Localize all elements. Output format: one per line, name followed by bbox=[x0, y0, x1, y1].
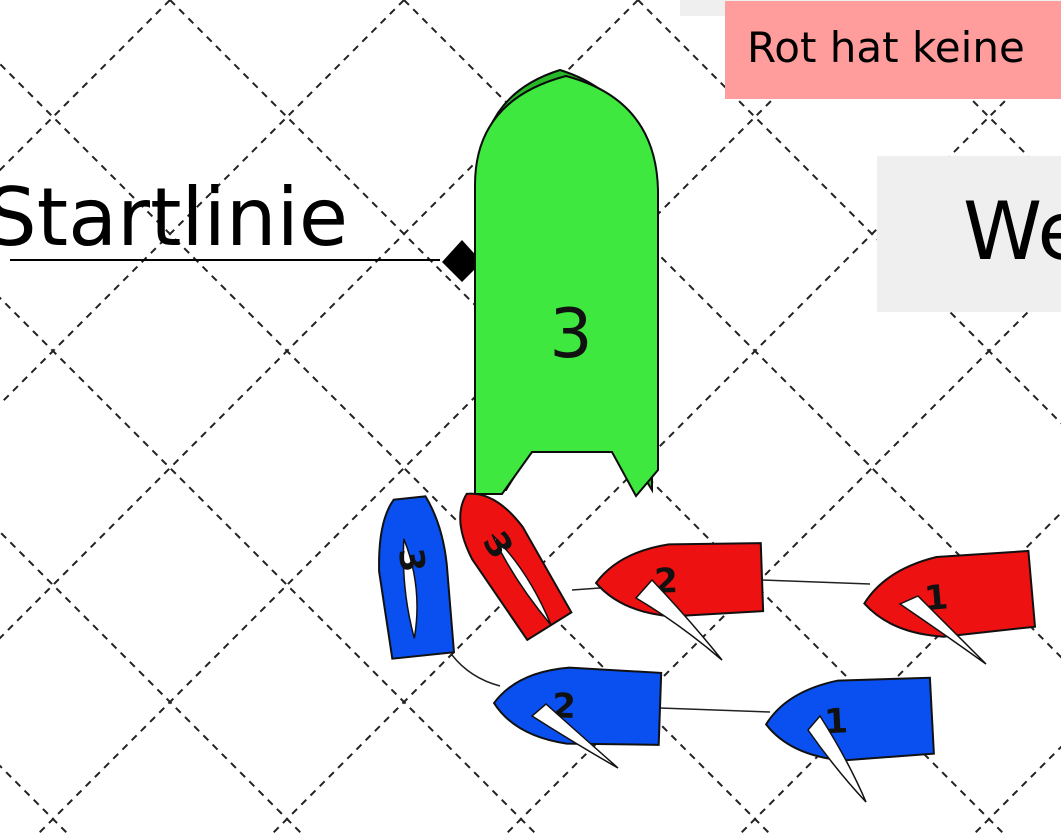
blue-boat-1: 1 bbox=[764, 676, 935, 762]
blue-boat-3-sail bbox=[402, 538, 418, 639]
red-boat-1: 1 bbox=[863, 549, 1037, 638]
blue-boat-2: 2 bbox=[492, 666, 663, 746]
red-boat-3-sail bbox=[491, 534, 552, 626]
grid-line bbox=[35, 0, 873, 836]
red-boat-2-sail bbox=[634, 578, 723, 661]
grid-line bbox=[269, 43, 1061, 836]
green-boat-number: 3 bbox=[549, 295, 592, 374]
grid-line bbox=[971, 745, 1061, 836]
red-boat-3: 3 bbox=[459, 492, 573, 642]
blue-boat-3: 3 bbox=[378, 495, 456, 660]
start-mark bbox=[442, 240, 482, 282]
blue-tow-line bbox=[451, 654, 771, 713]
grid-line bbox=[637, 0, 1061, 425]
grid-line bbox=[503, 277, 1061, 836]
green-boat-hull bbox=[474, 74, 659, 498]
green-boat: 3 bbox=[474, 68, 659, 498]
grid-line bbox=[0, 296, 539, 836]
blue-boat-2-hull bbox=[492, 666, 663, 746]
red-tow-line bbox=[571, 579, 871, 591]
grid-line bbox=[0, 0, 405, 406]
blue-boat-3-number: 3 bbox=[390, 546, 432, 574]
red-boat-1-hull bbox=[863, 549, 1037, 638]
red-boat-2-hull bbox=[594, 542, 765, 618]
grid-line bbox=[0, 62, 773, 836]
blue-boat-1-sail bbox=[807, 714, 867, 803]
red-notice-text: Rot hat keine bbox=[747, 23, 1025, 72]
blue-boat-2-sail bbox=[530, 703, 619, 769]
red-boat-2: 2 bbox=[594, 542, 765, 618]
grid-line bbox=[0, 0, 171, 172]
gray-label-box: We bbox=[877, 156, 1061, 312]
grid-line bbox=[871, 0, 1061, 191]
blue-boat-3-hull bbox=[378, 495, 456, 660]
grid-line bbox=[0, 530, 305, 836]
blue-boat-1-hull bbox=[764, 676, 935, 762]
startline-label: Startlinie bbox=[0, 171, 349, 264]
grid-line bbox=[0, 764, 71, 836]
gray-label-text: We bbox=[963, 185, 1061, 278]
red-notice-box: Rot hat keine bbox=[725, 1, 1061, 99]
red-boat-1-sail bbox=[898, 595, 987, 665]
